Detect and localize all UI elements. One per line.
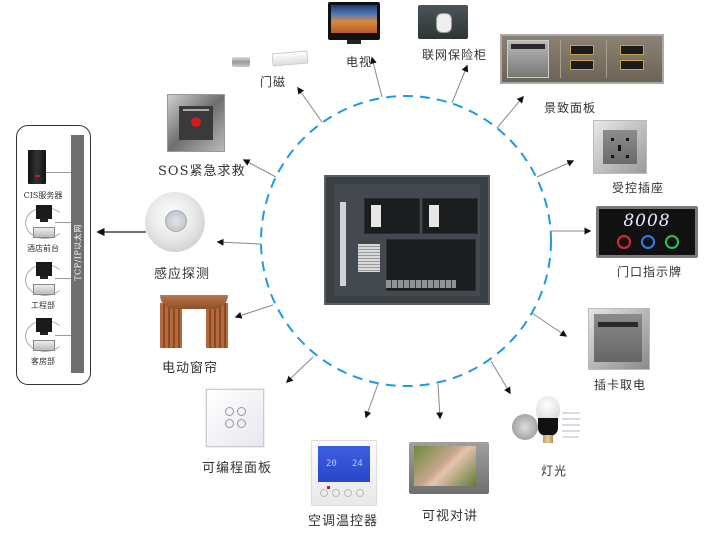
- door-sign-number: 8008: [623, 211, 671, 231]
- connector-arrow-safe: [451, 64, 469, 104]
- door-magnet-icon: [232, 57, 250, 67]
- device-label-lighting: 灯光: [541, 464, 568, 478]
- network-node-label: CIS服务器: [23, 191, 63, 200]
- server-icon: [28, 150, 46, 184]
- device-label-curtain: 电动窗帘: [162, 361, 219, 376]
- device-label-card-switch: 插卡取电: [594, 378, 647, 392]
- curtain-icon: [160, 295, 228, 348]
- workstation-icon: [36, 318, 52, 332]
- thermostat-icon: 20 24: [311, 440, 377, 506]
- network-node-label: 酒店前台: [27, 244, 59, 253]
- device-label-door-sign: 门口指示牌: [617, 265, 683, 279]
- safe-icon: [418, 5, 468, 39]
- workstation-icon: [36, 262, 52, 276]
- connector-arrow-scene-panel: [496, 95, 524, 129]
- door-magnet-sensor-icon: [271, 50, 309, 67]
- workstation-icon: [36, 205, 52, 219]
- network-node-label: 客房部: [31, 357, 55, 366]
- power-socket-icon: [593, 120, 647, 174]
- device-label-sos: SOS紧急求救: [158, 164, 246, 179]
- device-label-safe: 联网保险柜: [422, 48, 488, 62]
- motion-sensor-icon: [145, 192, 205, 252]
- device-label-video-intercom: 可视对讲: [422, 509, 479, 524]
- card-switch-icon: [588, 308, 650, 370]
- connector-arrow-programmable-panel: [285, 356, 314, 383]
- connector-arrow-door-magnet: [297, 86, 323, 123]
- light-bulbs-icon: [507, 396, 590, 456]
- connector-arrow-card-switch: [531, 312, 568, 337]
- thermostat-reading-left: 20: [326, 459, 337, 469]
- room-controller-cabinet: [324, 175, 490, 305]
- programmable-panel-icon: [206, 389, 264, 447]
- network-node-label: 工程部: [31, 301, 55, 310]
- connector-arrow-video-intercom: [436, 383, 444, 420]
- door-sign-icon: 8008: [596, 206, 698, 258]
- thermostat-reading-right: 24: [352, 459, 363, 469]
- device-label-programmable-panel: 可编程面板: [202, 461, 273, 476]
- ethernet-bus: TCP/IP以太网: [71, 135, 84, 373]
- connector-arrow-motion-sensor: [216, 238, 262, 246]
- tv-icon: [328, 2, 380, 44]
- doorbell-indicator-icon: [641, 235, 655, 249]
- connector-arrow-tv: [370, 56, 383, 98]
- video-intercom-icon: [409, 442, 489, 494]
- device-label-motion-sensor: 感应探测: [154, 267, 211, 282]
- device-label-tv: 电视: [346, 55, 373, 69]
- device-label-socket: 受控插座: [612, 181, 665, 195]
- service-indicator-icon: [665, 235, 679, 249]
- connector-arrow-socket: [536, 160, 575, 178]
- device-label-door-magnet: 门磁: [260, 75, 287, 89]
- connector-arrow-sos: [242, 159, 277, 178]
- dnd-indicator-icon: [617, 235, 631, 249]
- device-label-thermostat: 空调温控器: [308, 514, 379, 529]
- connector-arrow-lighting: [490, 360, 511, 395]
- scene-panel-icon: [500, 34, 664, 84]
- device-label-scene-panel: 景致面板: [544, 101, 597, 115]
- connector-arrow-thermostat: [364, 383, 379, 419]
- sos-button-icon: [167, 94, 225, 152]
- ethernet-bus-label: TCP/IP以太网: [73, 224, 83, 281]
- connector-arrow-curtain: [234, 304, 274, 319]
